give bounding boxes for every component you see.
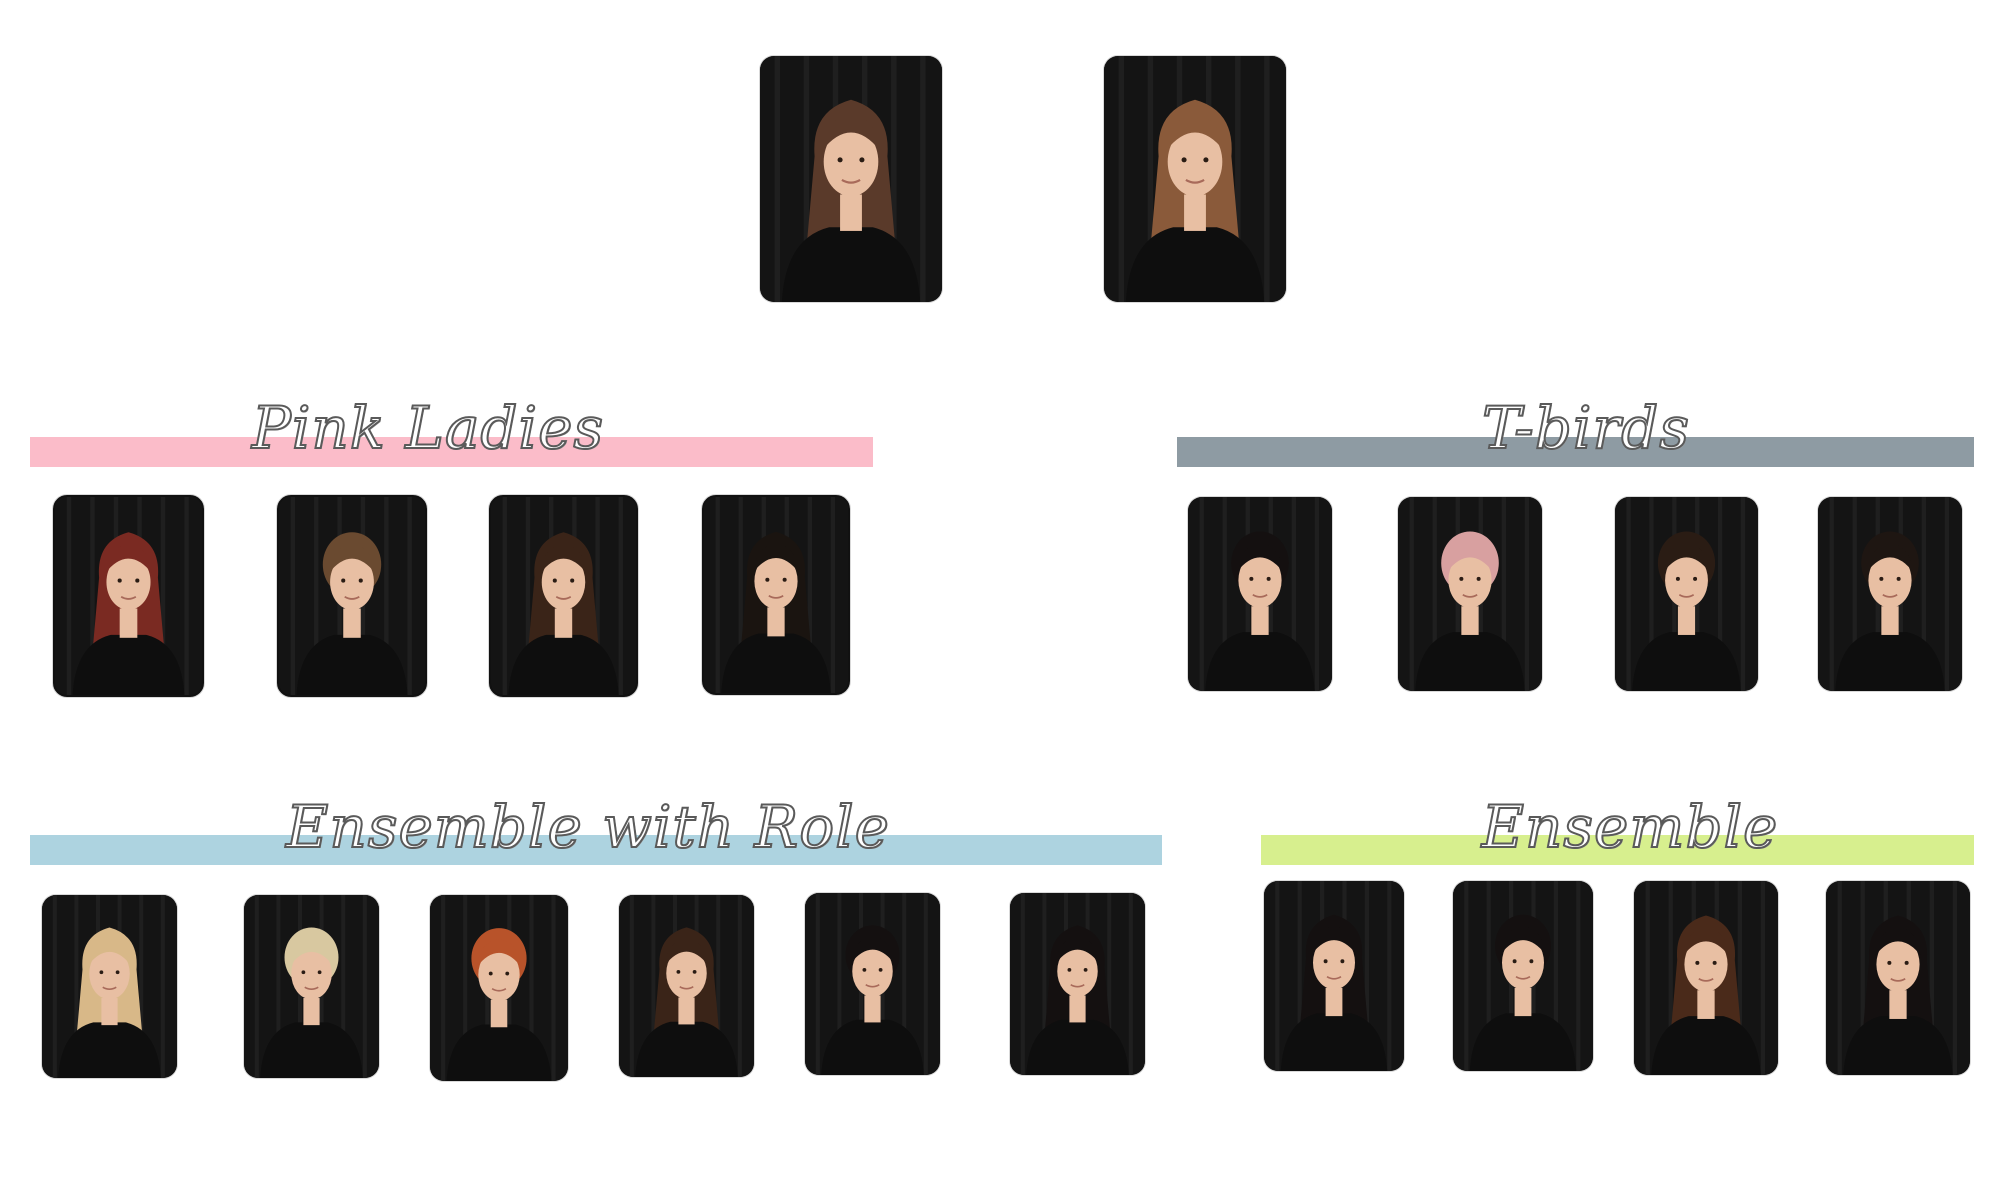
portrait-image <box>1453 881 1593 1071</box>
pink-ladies-bar <box>30 437 873 467</box>
t-birds-bar <box>1177 437 1974 467</box>
lead-photo-2 <box>1104 56 1286 302</box>
ensemble-with-role-heading: Ensemble with Role <box>285 792 890 862</box>
ensemble-with-role-photo-2 <box>244 895 379 1078</box>
portrait-image <box>1818 497 1962 691</box>
portrait-image <box>1398 497 1542 691</box>
ensemble-with-role-photo-4 <box>619 895 754 1077</box>
ensemble-photo-4 <box>1826 881 1970 1075</box>
ensemble-bar <box>1261 835 1974 865</box>
ensemble-photo-3 <box>1634 881 1778 1075</box>
portrait-image <box>704 497 848 693</box>
t-birds-photo-2 <box>1398 497 1542 691</box>
ensemble-with-role-photo-3 <box>430 895 568 1081</box>
portrait-image <box>42 895 177 1078</box>
portrait-image <box>430 895 568 1081</box>
ensemble-photo-1 <box>1264 881 1404 1071</box>
pink-ladies-heading: Pink Ladies <box>251 393 605 463</box>
pink-ladies-photo-2 <box>277 495 427 697</box>
portrait-image <box>760 56 942 302</box>
ensemble-heading: Ensemble <box>1481 792 1779 862</box>
ensemble-with-role-photo-6 <box>1010 893 1145 1075</box>
t-birds-photo-3 <box>1615 497 1758 691</box>
portrait-image <box>1104 56 1286 302</box>
portrait-image <box>1188 497 1332 691</box>
portrait-image <box>1264 881 1404 1071</box>
ensemble-photo-2 <box>1453 881 1593 1071</box>
portrait-image <box>491 497 636 695</box>
portrait-image <box>1634 881 1778 1075</box>
ensemble-with-role-photo-1 <box>42 895 177 1078</box>
lead-photo-1 <box>760 56 942 302</box>
ensemble-with-role-bar <box>30 835 1162 865</box>
portrait-image <box>279 497 425 695</box>
portrait-image <box>1826 881 1970 1075</box>
t-birds-photo-4 <box>1818 497 1962 691</box>
portrait-image <box>805 893 940 1075</box>
t-birds-photo-1 <box>1188 497 1332 691</box>
pink-ladies-photo-3 <box>489 495 638 697</box>
portrait-image <box>1615 497 1758 691</box>
pink-ladies-photo-4 <box>702 495 850 695</box>
portrait-image <box>619 895 754 1077</box>
ensemble-with-role-photo-5 <box>805 893 940 1075</box>
pink-ladies-photo-1 <box>53 495 204 697</box>
t-birds-heading: T-birds <box>1481 393 1691 463</box>
portrait-image <box>55 497 202 695</box>
portrait-image <box>1010 893 1145 1075</box>
portrait-image <box>244 895 379 1078</box>
